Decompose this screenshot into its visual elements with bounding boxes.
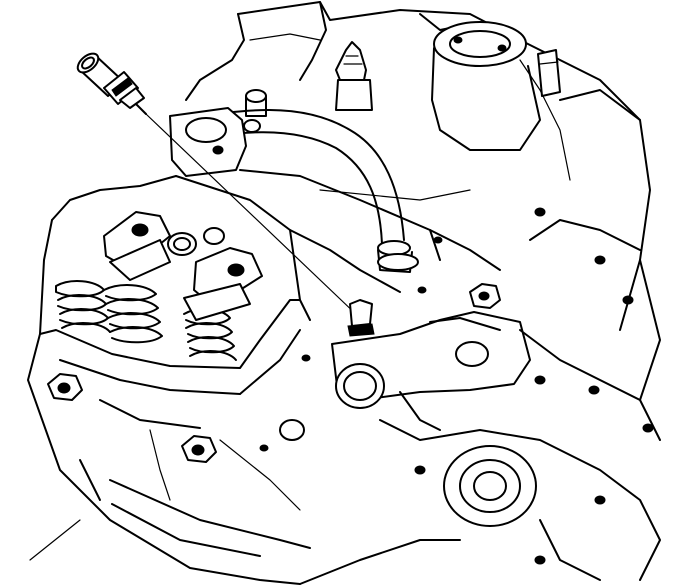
manifold-ports bbox=[259, 236, 443, 452]
pipe-flange-left bbox=[169, 89, 267, 177]
timing-cover bbox=[299, 419, 661, 585]
pipe-mount-bolt bbox=[469, 283, 501, 309]
cylinder-head bbox=[27, 299, 311, 585]
engine-block-right bbox=[519, 89, 661, 441]
outer-contour bbox=[29, 175, 177, 561]
water-inlet-neck bbox=[331, 311, 531, 431]
valve-springs bbox=[55, 280, 237, 361]
stud-with-nut bbox=[347, 299, 375, 337]
top-stud-bolt bbox=[335, 41, 373, 111]
head-bolt-center bbox=[181, 435, 217, 463]
head-bolt-left bbox=[47, 373, 83, 401]
coolant-bypass-pipe bbox=[175, 109, 419, 273]
installation-guide-line bbox=[145, 113, 361, 319]
coolant-temperature-sensor bbox=[76, 52, 147, 115]
rocker-arms bbox=[103, 211, 263, 321]
water-outlet-upper bbox=[431, 21, 561, 151]
